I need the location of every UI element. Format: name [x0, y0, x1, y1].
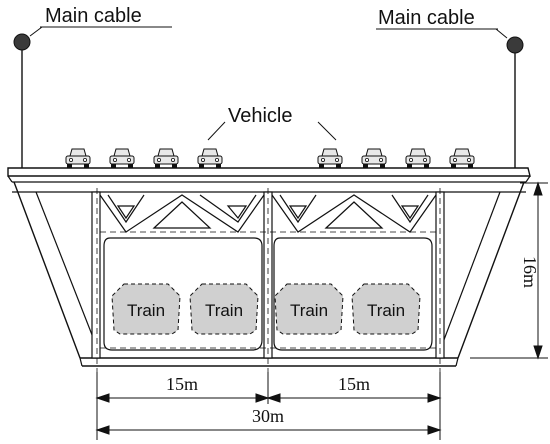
- vehicle-icon: [449, 148, 475, 168]
- width-total-label: 30m: [252, 406, 284, 426]
- width-right-label: 15m: [338, 374, 370, 394]
- height-label: 16m: [520, 256, 540, 288]
- vehicle-icon: [109, 148, 135, 168]
- vehicle-icon: [405, 148, 431, 168]
- train-label: Train: [290, 301, 328, 320]
- main-cable-left-label: Main cable: [45, 5, 142, 27]
- bridge-deck: [7, 167, 531, 193]
- box-girder: [13, 181, 525, 372]
- width-dimensions: [95, 372, 442, 440]
- main-cable-right-label: Main cable: [378, 7, 475, 29]
- width-left-label: 15m: [166, 374, 198, 394]
- truss-openings: [116, 201, 420, 229]
- vehicle-icon: [153, 148, 179, 168]
- train-shape: [111, 283, 181, 335]
- vehicle-icon: [65, 148, 91, 168]
- vehicle-leader-right: [317, 121, 337, 141]
- vehicle-icon: [197, 148, 223, 168]
- main-cable-right: [376, 28, 524, 168]
- train-shape: [274, 283, 344, 335]
- train-label: Train: [127, 301, 165, 320]
- vehicle-label: Vehicle: [228, 105, 293, 127]
- train-label: Train: [205, 301, 243, 320]
- vehicle-icon: [361, 148, 387, 168]
- main-cable-left: [13, 26, 172, 168]
- vehicles: [65, 148, 475, 168]
- truss-diagonals: [99, 194, 437, 233]
- rail-chambers: [103, 237, 433, 351]
- train-shape: [189, 283, 259, 335]
- height-dimension: [470, 181, 548, 360]
- vehicle-leader-left: [207, 121, 226, 141]
- train-label: Train: [367, 301, 405, 320]
- trains: Train Train Train Train: [111, 283, 421, 335]
- train-shape: [351, 283, 421, 335]
- vehicle-icon: [317, 148, 343, 168]
